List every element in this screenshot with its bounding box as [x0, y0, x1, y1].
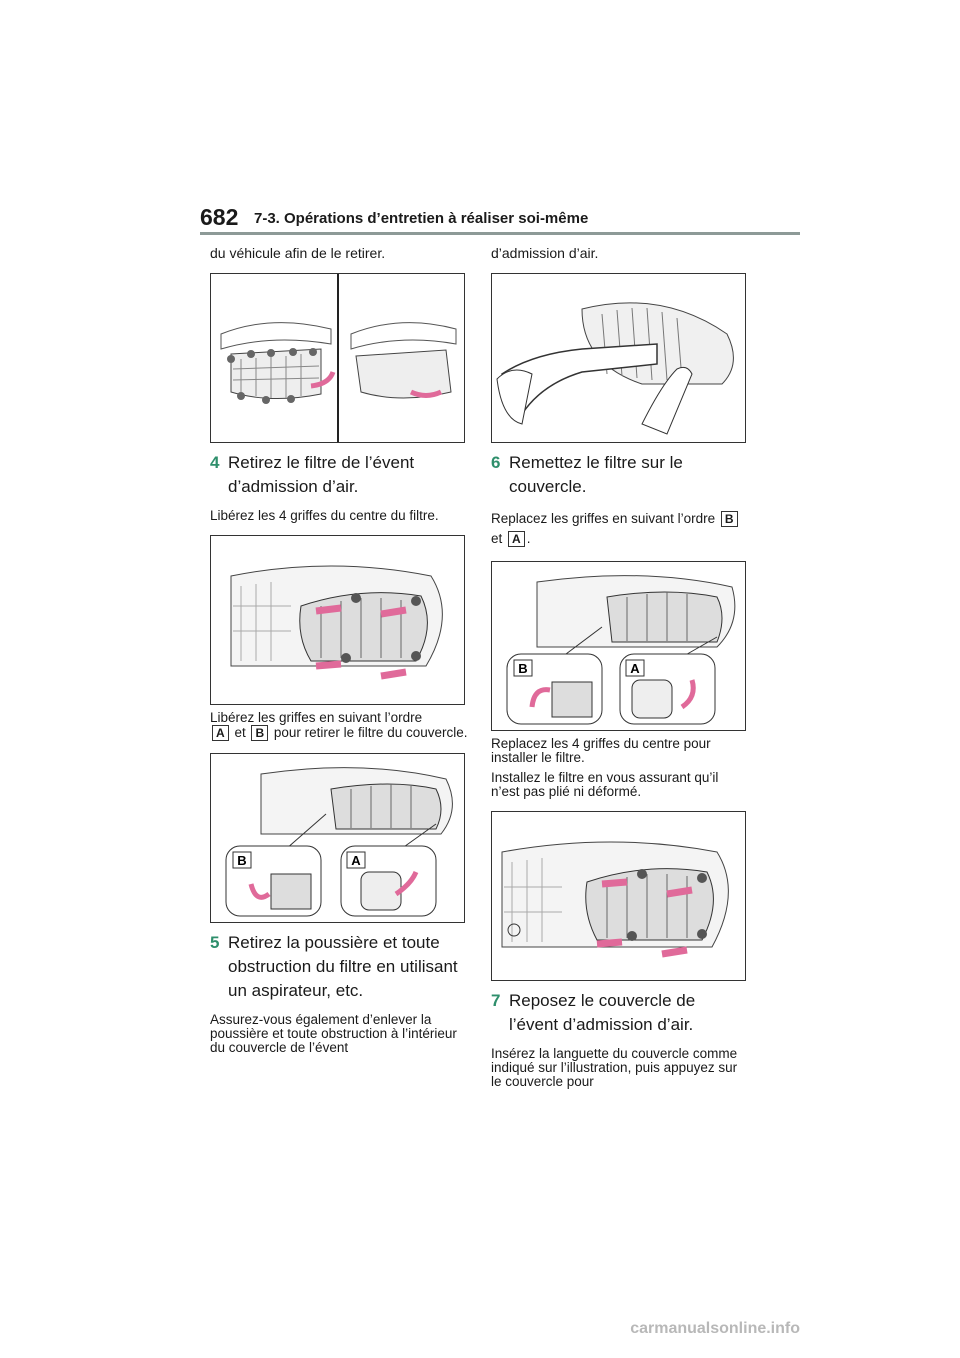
step-6-instruction-2: Replacez les 4 griffes du centre pour in… — [491, 736, 711, 765]
instruction-2-text-b: et — [234, 725, 246, 740]
right-column: d’admission d’air. 6 Remettez le filtre … — [491, 246, 749, 1089]
fig3-label-a: A — [351, 853, 361, 868]
instruction-2-text-a: Libérez les griffes en suivant l’ordre — [210, 710, 423, 725]
step-6-number: 6 — [491, 453, 501, 472]
fig3-label-b: B — [237, 853, 246, 868]
fig6-label-b: B — [518, 661, 527, 676]
step-4: 4 Retirez le filtre de l’évent d’admissi… — [210, 451, 468, 499]
step-7-title: Reposez le couvercle de l’évent d’admiss… — [509, 991, 696, 1034]
figure-reinstall-order: B A — [491, 561, 746, 731]
step-4-instruction-2: Libérez les griffes en suivant l’ordre A… — [210, 711, 468, 741]
step-4-instruction-1: Libérez les 4 griffes du centre du filtr… — [210, 508, 439, 523]
step6-text-a: Replacez les griffes en suivant l’ordre — [491, 511, 716, 526]
step-7: 7 Reposez le couvercle de l’évent d’admi… — [491, 989, 749, 1037]
figure-claw-order: B A — [210, 753, 465, 923]
step-7-number: 7 — [491, 991, 501, 1010]
step-4-number: 4 — [210, 453, 220, 472]
figure-vacuum-filter — [491, 273, 746, 443]
step-6-instruction-3: Installez le filtre en vous assurant qu’… — [491, 770, 719, 799]
section-title: 7-3. Opérations d’entretien à réaliser s… — [254, 210, 589, 227]
badge-a-right: A — [508, 531, 525, 547]
badge-a: A — [212, 725, 229, 741]
step-5-instruction: Assurez-vous également d’enlever la pous… — [210, 1012, 457, 1055]
footer-watermark: carmanualsonline.info — [630, 1320, 800, 1337]
badge-b: B — [251, 725, 269, 741]
page-number: 682 — [200, 204, 239, 230]
left-column: du véhicule afin de le retirer. 4 Retire… — [210, 246, 468, 1055]
step6-text-c: . — [526, 531, 531, 546]
figure-seat-cover-removal — [210, 273, 465, 443]
right-intro: d’admission d’air. — [491, 245, 599, 261]
step-5-number: 5 — [210, 933, 220, 952]
fig6-label-a: A — [630, 661, 640, 676]
header-rule — [200, 232, 800, 235]
step-4-title: Retirez le filtre de l’évent d’admission… — [228, 453, 415, 496]
figure-center-claws-reinstall — [491, 811, 746, 981]
instruction-2-text-c: pour retirer le filtre du couvercle. — [273, 725, 468, 740]
step6-text-b: et — [491, 531, 503, 546]
step-7-instruction: Insérez la languette du couvercle comme … — [491, 1046, 738, 1089]
step-6: 6 Remettez le filtre sur le couvercle. — [491, 451, 749, 499]
left-intro: du véhicule afin de le retirer. — [210, 245, 386, 261]
badge-b-right: B — [720, 511, 738, 527]
figure-center-claws — [210, 535, 465, 705]
step-6-instruction-1: Replacez les griffes en suivant l’ordre … — [491, 509, 749, 549]
step-5-title: Retirez la poussière et toute obstructio… — [228, 933, 458, 1000]
page-header: 682 7-3. Opérations d’entretien à réalis… — [200, 200, 800, 240]
step-5: 5 Retirez la poussière et toute obstruct… — [210, 931, 468, 1003]
step-6-title: Remettez le filtre sur le couvercle. — [509, 453, 683, 496]
